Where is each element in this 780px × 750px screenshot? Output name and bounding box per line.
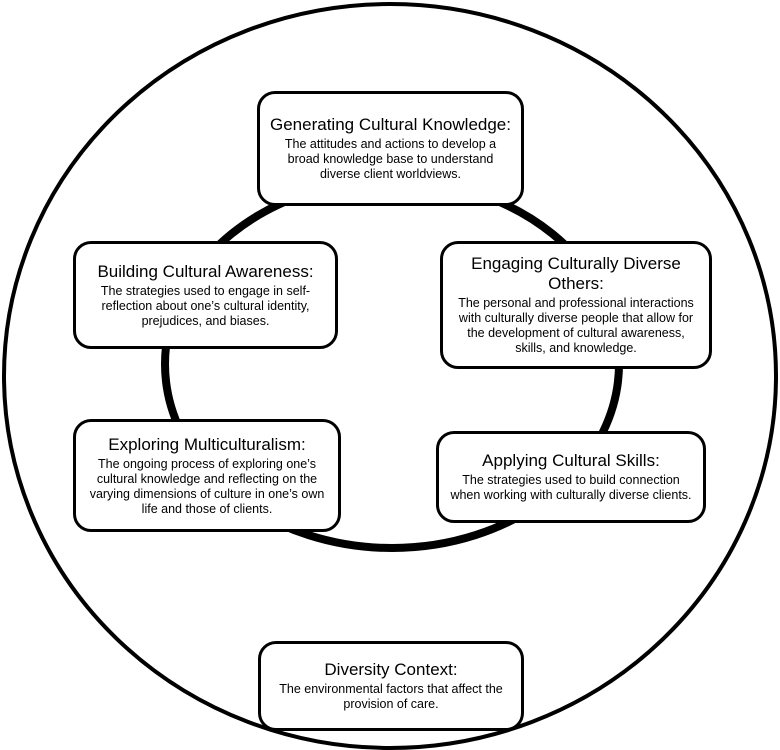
generating-cultural-knowledge-box: Generating Cultural Knowledge: The attit… — [257, 91, 524, 206]
diversity-context-description: The environmental factors that affect th… — [279, 682, 503, 711]
diversity-context-title: Diversity Context: — [324, 660, 458, 679]
building-cultural-awareness-box: Building Cultural Awareness: The strateg… — [73, 241, 338, 349]
applying-cultural-skills-box: Applying Cultural Skills: The strategies… — [436, 431, 706, 523]
diversity-context-box: Diversity Context: The environmental fac… — [258, 641, 524, 731]
exploring-multiculturalism-box: Exploring Multiculturalism: The ongoing … — [73, 419, 341, 532]
generating-cultural-knowledge-description: The attitudes and actions to develop a b… — [284, 137, 497, 181]
engaging-culturally-diverse-others-box: Engaging Culturally Diverse Others: The … — [440, 241, 712, 369]
generating-cultural-knowledge-title: Generating Cultural Knowledge: — [270, 115, 511, 134]
engaging-culturally-diverse-others-title: Engaging Culturally Diverse Others: — [471, 254, 681, 293]
applying-cultural-skills-title: Applying Cultural Skills: — [482, 451, 660, 470]
exploring-multiculturalism-title: Exploring Multiculturalism: — [108, 434, 306, 454]
building-cultural-awareness-title: Building Cultural Awareness: — [97, 261, 314, 281]
building-cultural-awareness-description: The strategies used to engage in self-re… — [100, 283, 311, 328]
engaging-culturally-diverse-others-description: The personal and professional interactio… — [458, 296, 694, 355]
applying-cultural-skills-description: The strategies used to build connection … — [450, 473, 692, 502]
exploring-multiculturalism-description: The ongoing process of exploring one’s c… — [89, 456, 325, 516]
